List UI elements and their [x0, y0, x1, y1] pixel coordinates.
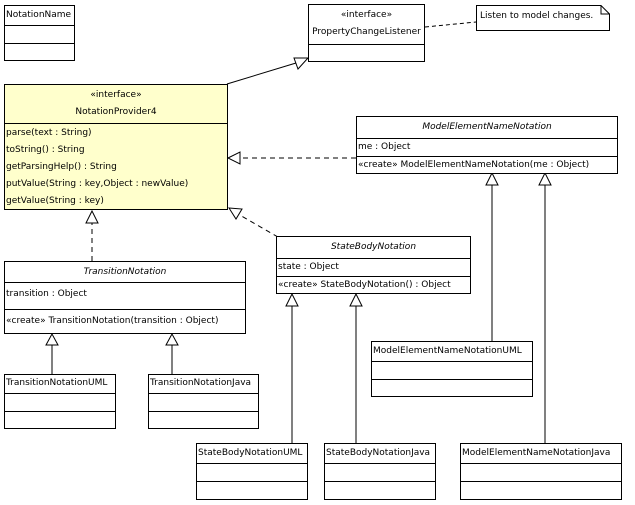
- operation-item: toString() : String: [6, 145, 85, 155]
- operation-item: putValue(String : key,Object : newValue): [6, 179, 189, 189]
- class-transition-notation-java[interactable]: TransitionNotationJava: [148, 374, 259, 429]
- attributes-compartment: [372, 361, 532, 379]
- operation-item: getValue(String : key): [6, 196, 104, 206]
- stereotype-label: «interface»: [90, 90, 142, 100]
- class-model-element-name-notation[interactable]: ModelElementNameNotation me : Object «cr…: [356, 116, 618, 174]
- operations-compartment: [149, 411, 258, 429]
- class-name: ModelElementNameNotation: [422, 122, 552, 132]
- note-shape: [476, 5, 610, 31]
- attributes-compartment: state : Object: [277, 258, 470, 276]
- operations-compartment: [5, 411, 115, 429]
- generalization-arrowhead: [285, 292, 299, 307]
- operations-compartment: «create» TransitionNotation(transition :…: [5, 309, 245, 334]
- attribute-item: me : Object: [358, 142, 411, 152]
- attributes-compartment: [197, 463, 307, 481]
- class-property-change-listener[interactable]: «interface» PropertyChangeListener: [308, 4, 425, 62]
- generalization-arrowhead: [485, 171, 499, 186]
- realization-arrowhead: [226, 151, 241, 165]
- realization-arrowhead: [85, 209, 99, 224]
- attributes-compartment: transition : Object: [5, 282, 245, 309]
- class-name: StateBodyNotation: [330, 242, 417, 252]
- class-state-body-notation[interactable]: StateBodyNotation state : Object «create…: [276, 236, 471, 294]
- attributes-compartment: [461, 463, 621, 481]
- note-listen-to-model-changes[interactable]: Listen to model changes.: [476, 5, 610, 31]
- class-model-element-name-notation-java[interactable]: ModelElementNameNotationJava: [460, 443, 622, 500]
- operation-item: getParsingHelp() : String: [6, 162, 117, 172]
- attribute-item: transition : Object: [6, 289, 87, 299]
- class-state-body-notation-uml[interactable]: StateBodyNotationUML: [196, 443, 308, 500]
- edge-sbn-to-np4: [237, 213, 279, 238]
- operations-compartment: [197, 481, 307, 500]
- class-name: TransitionNotationUML: [6, 378, 108, 388]
- operation-item: «create» TransitionNotation(transition :…: [6, 316, 219, 326]
- class-name: ModelElementNameNotationUML: [373, 346, 522, 356]
- class-state-body-notation-java[interactable]: StateBodyNotationJava: [324, 443, 436, 500]
- generalization-arrowhead: [45, 332, 59, 346]
- realization-arrowhead: [228, 207, 243, 220]
- class-name: NotationName: [6, 10, 72, 20]
- operations-compartment: parse(text : String) toString() : String…: [5, 123, 227, 210]
- class-name: StateBodyNotationUML: [198, 448, 303, 458]
- operation-item: «create» StateBodyNotation() : Object: [278, 280, 451, 290]
- class-name: TransitionNotation: [83, 267, 167, 277]
- attributes-compartment: [5, 393, 115, 411]
- operations-compartment: [372, 379, 532, 397]
- class-notation-name[interactable]: NotationName: [4, 5, 75, 61]
- note-text: Listen to model changes.: [480, 11, 594, 21]
- generalization-arrowhead: [538, 171, 552, 186]
- operations-compartment: «create» ModelElementNameNotation(me : O…: [357, 156, 617, 174]
- operations-compartment: [325, 481, 435, 500]
- class-name: ModelElementNameNotationJava: [462, 448, 611, 458]
- operations-compartment: «create» StateBodyNotation() : Object: [277, 276, 470, 294]
- class-name: NotationProvider4: [75, 107, 157, 117]
- operations-compartment: [5, 43, 74, 61]
- operations-compartment: [309, 44, 424, 62]
- operation-item: «create» ModelElementNameNotation(me : O…: [358, 160, 590, 170]
- edge-pcl-to-note: [424, 21, 477, 28]
- class-model-element-name-notation-uml[interactable]: ModelElementNameNotationUML: [371, 341, 533, 397]
- edge-np4-to-pcl: [226, 62, 297, 85]
- stereotype-label: «interface»: [340, 10, 393, 20]
- attributes-compartment: me : Object: [357, 138, 617, 156]
- attributes-compartment: [5, 25, 74, 43]
- generalization-arrowhead: [293, 57, 310, 70]
- class-transition-notation-uml[interactable]: TransitionNotationUML: [4, 374, 116, 429]
- generalization-arrowhead: [165, 332, 179, 346]
- operations-compartment: [461, 481, 621, 500]
- class-transition-notation[interactable]: TransitionNotation transition : Object «…: [4, 261, 246, 334]
- interface-notation-provider4[interactable]: «interface» NotationProvider4 parse(text…: [4, 84, 228, 210]
- attribute-item: state : Object: [278, 262, 339, 272]
- generalization-arrowhead: [349, 292, 363, 307]
- attributes-compartment: [149, 393, 258, 411]
- class-name: TransitionNotationJava: [150, 378, 252, 388]
- class-name: StateBodyNotationJava: [326, 448, 431, 458]
- class-name: PropertyChangeListener: [312, 27, 421, 37]
- attributes-compartment: [325, 463, 435, 481]
- operation-item: parse(text : String): [6, 128, 92, 138]
